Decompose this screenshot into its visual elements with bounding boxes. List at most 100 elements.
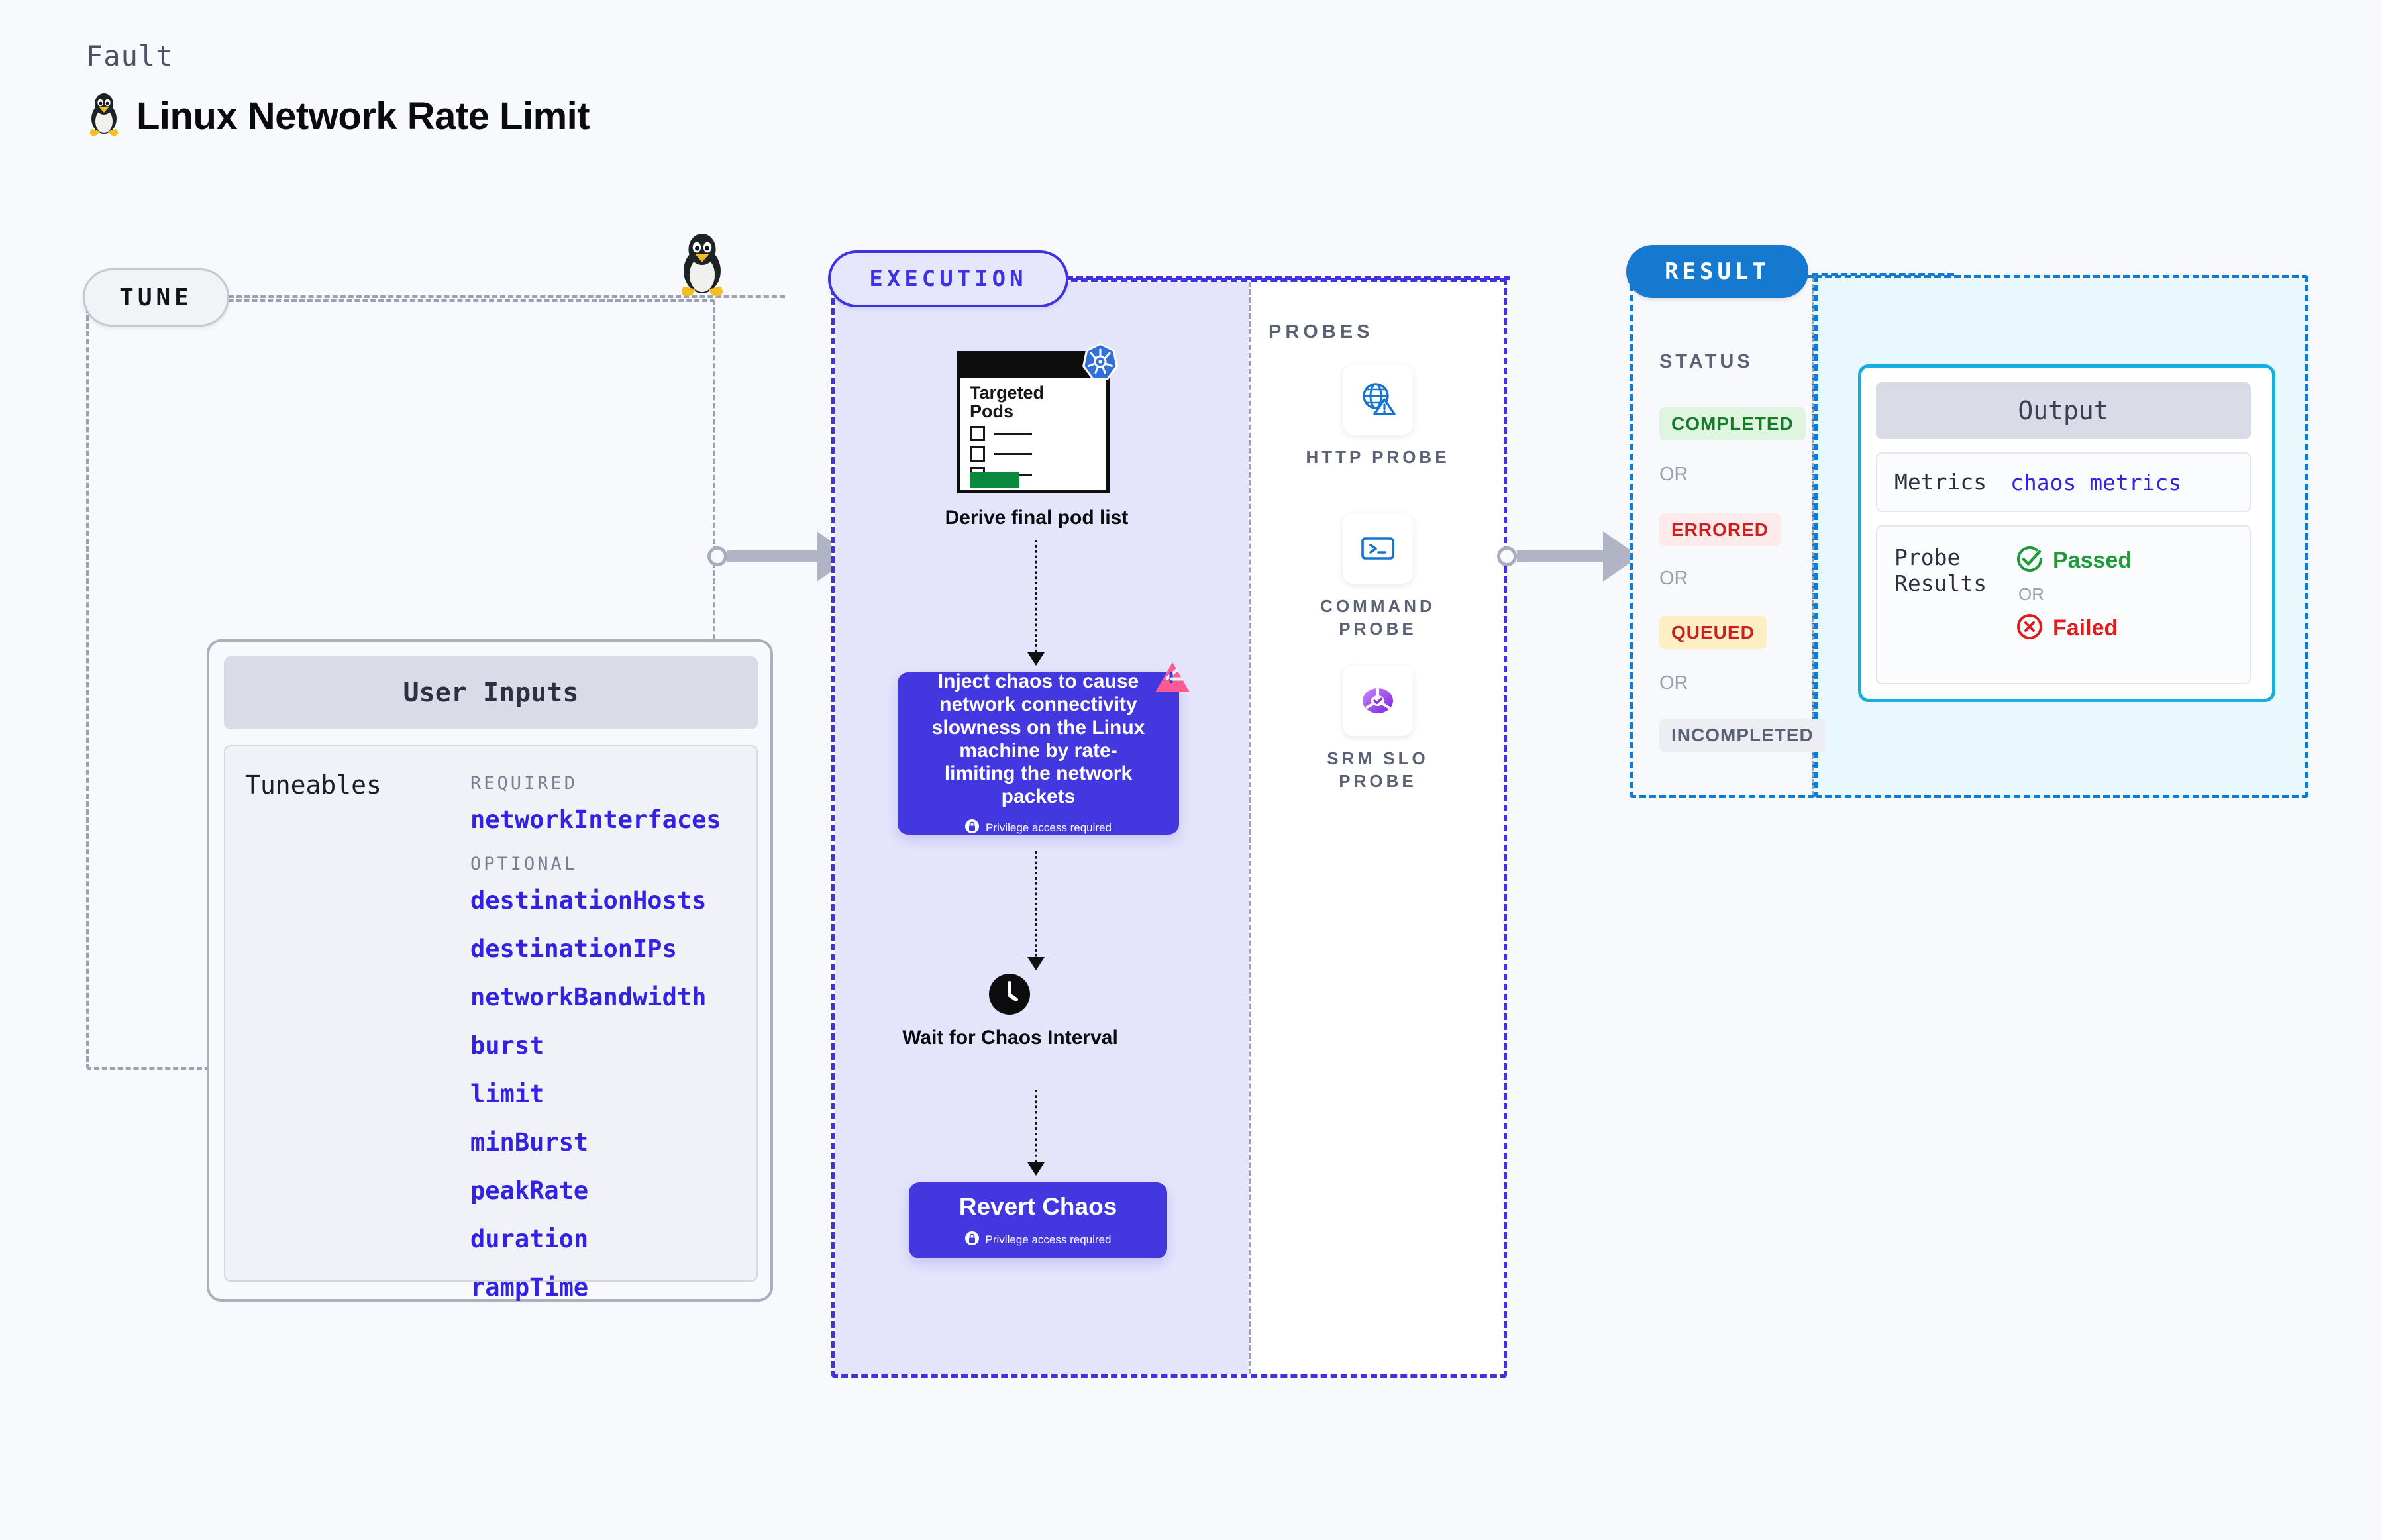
clock-icon [989,974,1030,1015]
linux-tux-icon [676,232,729,298]
tune-section: TUNE User Inputs Tuneables REQUIRED netw… [83,268,785,1302]
tuneables-label: Tuneables [245,770,382,799]
probe-label-http: HTTP PROBE [1306,447,1450,467]
status-badge-queued: QUEUED [1659,616,1767,649]
revert-chaos-box[interactable]: Revert Chaos Privilege access required [909,1182,1167,1258]
probe-label-command: COMMAND PROBE [1320,596,1435,639]
targeted-pods-card: Targeted Pods [957,351,1110,493]
result-inner-divider [1812,278,1814,795]
inject-chaos-box[interactable]: Inject chaos to cause network connectivi… [898,670,1179,837]
status-badge-errored: ERRORED [1659,513,1781,546]
flow-arrowhead [1027,1162,1045,1176]
tuneable-destinationips[interactable]: destinationIPs [470,935,677,963]
tuneable-limit[interactable]: limit [470,1080,544,1108]
placeholder-line [994,433,1032,435]
privilege-note-text: Privilege access required [986,821,1112,834]
flow-connector [1035,540,1037,652]
tuneable-minburst[interactable]: minBurst [470,1128,589,1156]
title-row: Linux Network Rate Limit [86,92,590,140]
tune-top-dash [229,295,785,298]
tuneables-box: Tuneables REQUIRED networkInterfaces OPT… [224,745,758,1302]
pods-list-item [970,426,1032,441]
probe-card-srm-slo[interactable]: SRM SLO PROBE [1302,666,1454,793]
terminal-icon [1343,513,1413,584]
x-circle-icon [2016,613,2044,644]
connector-bar [727,550,818,562]
probe-result-failed: Failed [2016,613,2132,644]
wait-for-chaos-caption: Wait for Chaos Interval [902,1027,1118,1049]
flow-connector [1035,851,1037,957]
tune-section-pill[interactable]: TUNE [83,268,229,327]
tuneable-networkbandwidth[interactable]: networkBandwidth [470,983,707,1011]
derive-pod-list-caption: Derive final pod list [945,507,1129,529]
globe-warning-icon [1343,364,1413,435]
probe-results-key: Probe Results [1894,544,1987,596]
tuneables-list: REQUIRED networkInterfaces OPTIONAL dest… [470,765,749,1321]
connector-start-dot [707,546,727,566]
status-label: STATUS [1659,351,1753,372]
or-separator: OR [1659,464,1688,485]
probe-results-values: Passed OR Failed [2016,545,2132,644]
inject-chaos-text: Inject chaos to cause network connectivi… [931,670,1145,808]
probe-card-http[interactable]: HTTP PROBE [1302,364,1454,469]
checkbox-icon [970,426,985,441]
revert-chaos-title: Revert Chaos [958,1192,1117,1220]
user-inputs-header: User Inputs [224,656,758,729]
pods-card-title: Targeted Pods [970,383,1045,422]
execution-top-dash [1066,276,1510,280]
kubernetes-icon [1080,341,1121,382]
probe-result-failed-label: Failed [2053,615,2118,641]
placeholder-line [994,453,1032,455]
check-circle-icon [2016,545,2044,576]
metrics-key: Metrics [1894,468,1987,495]
tuneable-burst[interactable]: burst [470,1031,544,1060]
result-section-pill[interactable]: RESULT [1626,245,1808,298]
result-section: RESULT STATUS COMPLETED OR ERRORED OR QU… [1626,245,2312,805]
user-inputs-card: User Inputs Tuneables REQUIRED networkIn… [207,639,773,1302]
tuneable-networkinterfaces[interactable]: networkInterfaces [470,805,721,834]
connector-bar [1517,550,1604,562]
lock-icon [965,819,980,837]
or-separator: OR [2018,584,2044,604]
output-card: Output Metrics chaos metrics Probe Resul… [1858,364,2275,702]
page-title: Linux Network Rate Limit [136,95,590,138]
pods-list-item [970,446,1032,462]
pods-card-topbar [960,354,1106,378]
probe-result-passed: Passed [2016,545,2132,576]
slo-donut-check-icon [1343,666,1413,736]
tuneable-duration[interactable]: duration [470,1225,589,1253]
flow-arrowhead [1027,957,1045,970]
or-separator: OR [1659,672,1688,693]
flow-arrowhead [1027,652,1045,666]
output-card-header: Output [1876,382,2251,439]
group-label-optional: OPTIONAL [470,854,578,874]
execution-section-pill[interactable]: EXECUTION [828,250,1068,307]
pods-progress-bar [970,472,1019,488]
execution-section: EXECUTION PROBES Targeted Pods [828,250,1510,1384]
or-separator: OR [1659,568,1688,589]
probes-section-label: PROBES [1269,321,1374,342]
litmuschaos-icon [1154,661,1191,694]
flow-connector [1035,1090,1037,1162]
group-label-required: REQUIRED [470,773,578,794]
probes-divider [1249,282,1251,1374]
connector-start-dot [1497,546,1517,566]
lock-icon [964,1231,979,1249]
probe-results-row: Probe Results Passed OR [1876,525,2251,684]
tuneable-ramptime[interactable]: rampTime [470,1273,589,1302]
status-badge-completed: COMPLETED [1659,407,1806,440]
result-top-dash [1812,273,1954,276]
eyebrow-label: Fault [86,40,174,72]
page-header: Fault Linux Network Rate Limit [86,40,590,140]
tuneable-destinationhosts[interactable]: destinationHosts [470,886,707,915]
checkbox-icon [970,446,985,462]
status-badge-incompleted: INCOMPLETED [1659,719,1826,752]
linux-tux-icon [86,92,122,140]
privilege-note-row: Privilege access required [965,819,1112,837]
privilege-note-row: Privilege access required [964,1231,1112,1249]
probe-label-srm-slo: SRM SLO PROBE [1327,748,1429,791]
metrics-value[interactable]: chaos metrics [2010,469,2182,495]
tuneable-peakrate[interactable]: peakRate [470,1176,589,1205]
privilege-note-text: Privilege access required [985,1233,1112,1246]
probe-card-command[interactable]: COMMAND PROBE [1302,513,1454,641]
